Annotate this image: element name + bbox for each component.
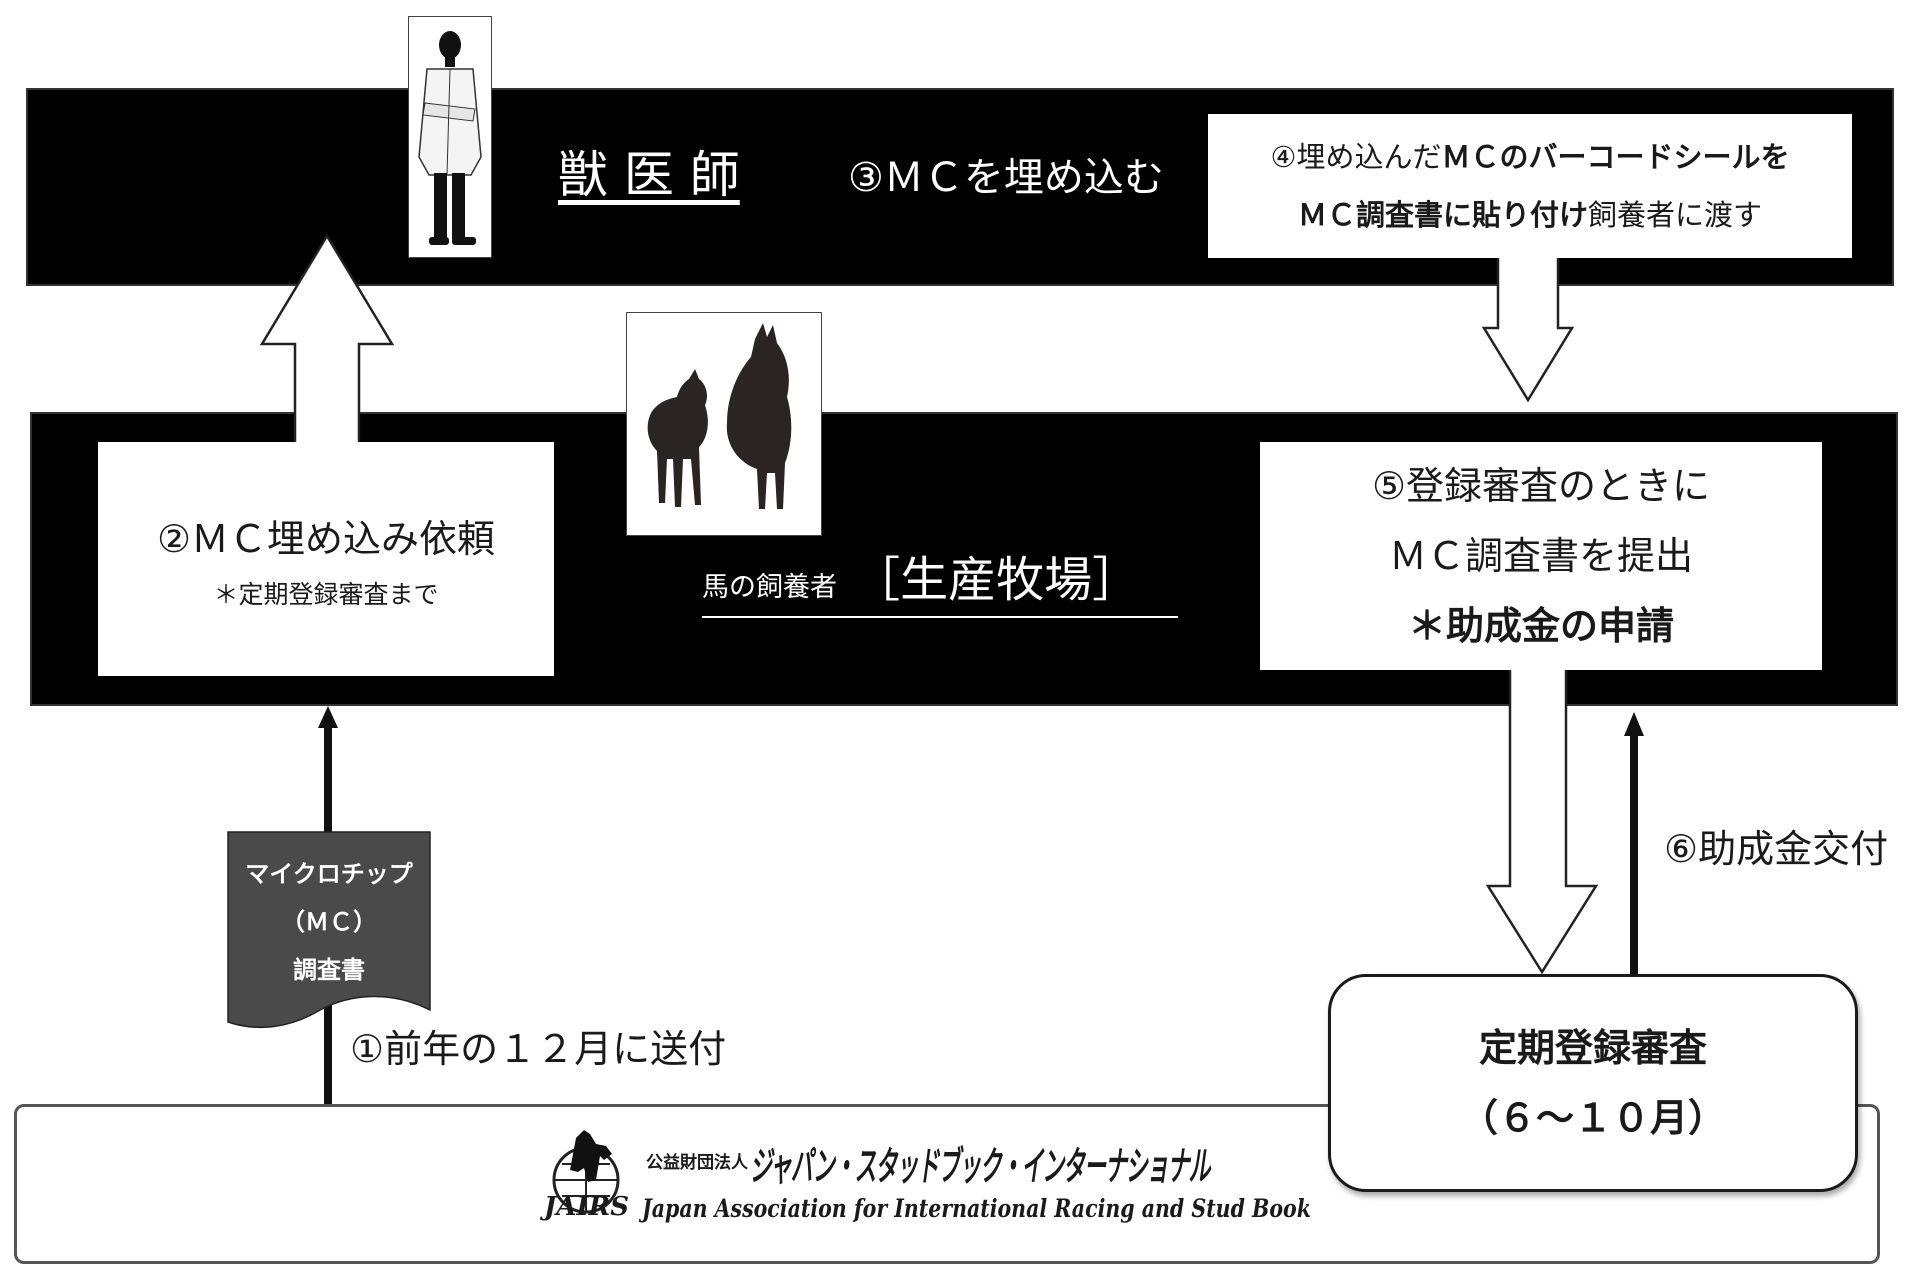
org-prefix: 公益財団法人: [646, 1153, 748, 1173]
jairs-logo: JAIRS 公益財団法人 ジャパン・スタッドブック・インターナショナル Japa…: [540, 1120, 1311, 1230]
org-name-en: Japan Association for International Raci…: [642, 1194, 1311, 1223]
step4-line2: ＭＣ調査書に貼り付け飼養者に渡す: [1297, 198, 1763, 232]
horse-logo-icon: [552, 1130, 620, 1214]
jairs-abbr: JAIRS: [544, 1192, 630, 1222]
vet-figure-card: [408, 16, 492, 258]
step4-box: ④埋め込んだＭＣのバーコードシールを ＭＣ調査書に貼り付け飼養者に渡す: [1208, 114, 1852, 258]
hollow-arrow-down-to-breeder: [1481, 258, 1575, 403]
registration-line1: 定期登録審査: [1478, 1026, 1707, 1070]
registration-line2: （６〜１０月）: [1459, 1096, 1726, 1140]
step2-note: ＊定期登録審査まで: [213, 579, 439, 609]
step5-line2: ＭＣ調査書を提出: [1388, 534, 1693, 578]
org-name-jp: ジャパン・スタッドブック・インターナショナル: [750, 1144, 1210, 1190]
step5-box: ⑤登録審査のときに ＭＣ調査書を提出 ＊助成金の申請: [1260, 442, 1822, 670]
hollow-arrow-down-to-registration: [1485, 670, 1599, 975]
step5-line3: ＊助成金の申請: [1407, 604, 1674, 648]
step4-line1: ④埋め込んだＭＣのバーコードシールを: [1270, 140, 1790, 174]
breeder-label: 馬の飼養者 ［生産牧場］: [702, 540, 1178, 618]
mc-survey-document: マイクロチップ （ＭＣ） 調査書: [245, 860, 413, 984]
step3-implant-mc: ③ＭＣを埋め込む: [848, 155, 1164, 201]
step5-line1: ⑤登録審査のときに: [1371, 464, 1711, 508]
step6-subsidy: ⑥助成金交付: [1664, 827, 1889, 871]
vet-silhouette-icon: [418, 31, 482, 245]
mare-and-foal-silhouette-icon: [647, 323, 792, 509]
breeder-label-large: ［生産牧場］: [852, 552, 1141, 608]
hollow-arrow-up-to-vet: [259, 233, 395, 442]
step2-box: ②ＭＣ埋め込み依頼 ＊定期登録審査まで: [98, 442, 554, 676]
horse-photo-card: [626, 312, 822, 536]
step1-send: ①前年の１２月に送付: [350, 1027, 727, 1071]
document-shape: [227, 831, 431, 1029]
vet-title: 獣 医 師: [558, 146, 740, 204]
registration-box: 定期登録審査 （６〜１０月）: [1328, 974, 1858, 1192]
step2-main: ②ＭＣ埋め込み依頼: [156, 516, 496, 561]
breeder-label-small: 馬の飼養者: [702, 572, 837, 603]
